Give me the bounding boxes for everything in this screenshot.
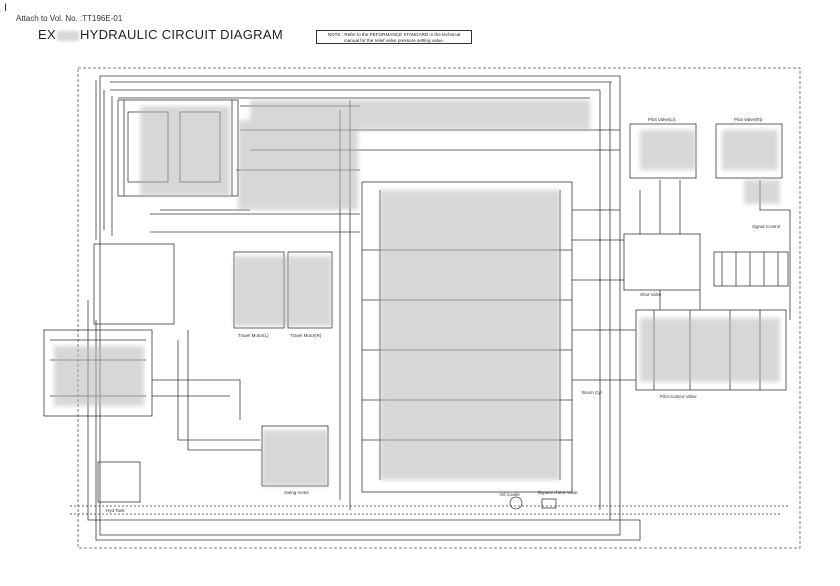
label-pilot-valve-right: Pilot Valve(Rt) (734, 117, 763, 122)
attach-label: Attach to Vol. No. :TT196E-01 (16, 14, 123, 23)
note-line-2: manual for the relief valve pressure set… (343, 37, 445, 43)
label-pilot-valve-left: Pilot Valve(Lt) (648, 117, 676, 122)
label-pilot-control-valve: Pilot Control Valve (660, 394, 697, 399)
label-boom-cyl: Boom Cyl. (582, 390, 603, 395)
title-prefix: EX (38, 27, 56, 42)
blurred-regions (54, 100, 780, 486)
label-travel-motor-right: Travel Motor(R) (290, 333, 322, 338)
label-oil-cooler: Oil Cooler (500, 492, 521, 497)
redacted-model-number (56, 30, 79, 41)
note-box: NOTE : Refer to the PEFORMANCE STANDARD … (316, 30, 472, 44)
page-title: EX HYDRAULIC CIRCUIT DIAGRAM (38, 27, 283, 42)
label-shut-valve: Shut Valve (640, 292, 662, 297)
label-swing-motor: Swing motor (284, 490, 310, 495)
label-travel-motor-left: Travel Motor(L) (238, 333, 269, 338)
label-signal-control: Signal Control (752, 224, 780, 229)
label-bypass-valve: Bypass check valve (538, 490, 578, 495)
label-hyd-tank: Hyd Tank (106, 508, 125, 513)
component-labels: Pilot Valve(Lt) Pilot Valve(Rt) Swing mo… (106, 117, 780, 513)
title-main: HYDRAULIC CIRCUIT DIAGRAM (79, 27, 283, 42)
text-cursor-icon: I (4, 2, 8, 14)
note-line-1: NOTE : Refer to the PEFORMANCE STANDARD … (327, 32, 461, 37)
